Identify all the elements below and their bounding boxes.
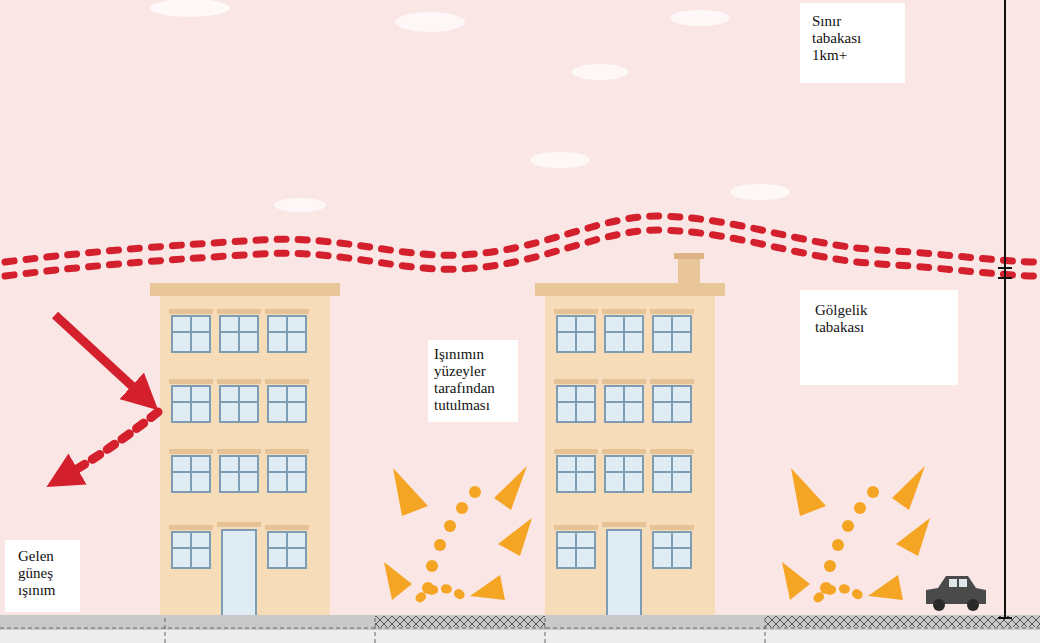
- cloud: [730, 184, 790, 200]
- cloud: [150, 0, 230, 17]
- label-text: Işınımın yüzeyler tarafından tutulması: [434, 346, 510, 414]
- label-box: Gelen güneş ışınım: [5, 540, 80, 612]
- car-body: [926, 576, 986, 604]
- scale-line: [1004, 0, 1006, 618]
- car: [926, 576, 986, 611]
- building: [150, 283, 340, 618]
- wheel: [967, 599, 979, 611]
- hatch: [765, 616, 1040, 627]
- dashed-line: [545, 618, 546, 643]
- heat-rays: [782, 466, 930, 600]
- chimney: [674, 253, 704, 259]
- heat-rays: [384, 466, 532, 600]
- road: [0, 615, 1040, 630]
- soil: [0, 630, 1040, 643]
- dashed-line: [765, 618, 766, 643]
- scale-tick: [998, 267, 1012, 269]
- ground: [0, 615, 1040, 643]
- reflected-arrow: [62, 412, 158, 478]
- building: [535, 283, 725, 618]
- boundary-band: [5, 216, 1040, 276]
- hatch: [375, 616, 545, 627]
- dashed-line: [375, 618, 376, 643]
- height-scale: [998, 0, 1012, 618]
- wheel: [933, 599, 945, 611]
- car-window: [959, 579, 967, 587]
- label-text: Gölgelik tabakası: [815, 302, 877, 336]
- dashed-line: [0, 628, 1040, 629]
- dashed-line: [165, 618, 166, 643]
- label-text: Sınır tabakası 1km+: [812, 13, 878, 64]
- chimney: [678, 255, 700, 285]
- label-box: Gölgelik tabakası: [800, 290, 958, 385]
- cloud: [530, 152, 590, 168]
- label-box: Sınır tabakası 1km+: [800, 3, 905, 83]
- sun-arrow: [55, 315, 145, 398]
- label-box: Işınımın yüzeyler tarafından tutulması: [428, 340, 518, 422]
- dotted-line: [5, 216, 1040, 262]
- cloud: [274, 198, 326, 212]
- clouds: [150, 0, 790, 212]
- cloud: [395, 12, 465, 32]
- label-text: Gelen güneş ışınım: [18, 548, 68, 599]
- cloud: [572, 64, 628, 80]
- scale-tick: [998, 277, 1012, 279]
- cloud: [670, 10, 730, 26]
- dotted-line: [5, 230, 1040, 276]
- scale-tick: [998, 617, 1012, 619]
- car-window: [949, 579, 957, 587]
